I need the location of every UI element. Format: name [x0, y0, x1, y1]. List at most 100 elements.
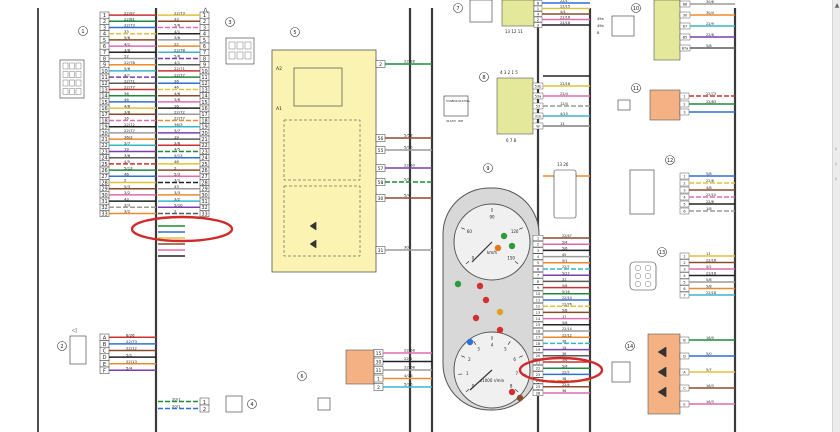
connector-face	[611, 15, 635, 37]
wire-code: 22/76	[562, 302, 572, 306]
wire-code: 36	[174, 79, 179, 84]
pin-number: 24	[101, 156, 107, 162]
gauge-tick	[461, 355, 465, 358]
pin-number: 5	[683, 281, 685, 285]
cavity-label: 53b	[452, 99, 458, 103]
pin-number: 12	[101, 81, 107, 87]
block-number: 13	[659, 250, 665, 256]
pin-number: 32	[101, 205, 107, 211]
pin-number: 3	[683, 111, 685, 115]
wire-code: 36	[562, 389, 566, 393]
pin-number: 1	[683, 175, 685, 179]
block-number: 9	[486, 166, 489, 172]
wire-code: 46	[124, 172, 129, 177]
block-number-circle	[631, 83, 641, 93]
pin-number: 31b	[535, 115, 542, 119]
wire-code: 22/18	[706, 291, 716, 295]
wire-code: 5/6	[562, 358, 567, 362]
connector-face	[69, 335, 87, 365]
wire-code: 3/6	[174, 97, 181, 102]
gauge-mark: 4	[491, 343, 494, 348]
wire-code: 22/68	[404, 348, 416, 353]
pin-number: 56	[378, 136, 384, 142]
pin-number: 31	[101, 199, 107, 205]
pin-number: 28	[201, 180, 207, 186]
pin-number: 19	[201, 125, 207, 131]
wire-code: 22/50	[404, 163, 416, 168]
connector-face	[225, 395, 243, 413]
wire-code: 22/71	[124, 79, 136, 84]
pin-number: 18	[536, 342, 540, 346]
wire-code: 22/73	[174, 10, 186, 15]
pin-number: C	[103, 349, 107, 355]
pin-number: 6	[683, 210, 685, 214]
wire-code: 5/16	[404, 382, 413, 387]
wire-code: 22/8	[706, 179, 714, 183]
vertical-scrollbar[interactable]: ▲	[832, 0, 840, 432]
pin-number: 7	[103, 50, 106, 56]
pin-number: 12	[536, 305, 540, 309]
connector-cavity	[645, 265, 652, 272]
wire-code: 46	[124, 97, 129, 102]
wire-code: 33	[174, 17, 179, 22]
cavity-label: 31b	[458, 99, 464, 103]
pin-number: 14	[201, 94, 207, 100]
pin-number: 53	[536, 105, 540, 109]
pin-number: 1	[537, 236, 539, 240]
diode-symbol-icon	[309, 221, 317, 231]
wire-code: 5/8	[562, 284, 567, 288]
pin-number: 27	[201, 174, 207, 180]
wire-code: 45	[562, 253, 566, 257]
gauge-mark: 0	[472, 256, 475, 261]
wire-code: 4/1	[124, 72, 131, 77]
pin-number: 23	[201, 149, 207, 155]
pin-number: 6	[537, 267, 539, 271]
pin-number: 3	[203, 25, 206, 31]
highlight-marks	[130, 215, 604, 384]
connector-face	[317, 397, 331, 411]
pin-number: 30	[378, 196, 384, 202]
gauge-mark: 0	[472, 384, 475, 389]
pin-number: 2	[379, 62, 382, 68]
gauge-mark: 3	[477, 346, 480, 351]
wire-code: 5/3	[124, 184, 131, 189]
block-number: 12	[667, 158, 673, 164]
pin-number: 8	[537, 280, 539, 284]
wire-code: 5/4	[562, 364, 567, 368]
pin-number: 5	[203, 38, 206, 44]
pin-number: 1	[537, 6, 540, 11]
connector-cavity	[75, 62, 82, 70]
wire-code: 4/8	[706, 186, 712, 190]
connector-cavity	[645, 281, 652, 288]
pin-number: 86	[683, 3, 687, 7]
pin-number: 17	[101, 112, 107, 118]
wire-code: 22/73	[124, 23, 136, 28]
wire-code: 5/4	[562, 240, 567, 244]
wire-code: 22/72	[124, 122, 136, 127]
connector-cavity	[236, 51, 244, 60]
connector-cavity	[635, 273, 642, 280]
wire-code: 3/7	[124, 141, 131, 146]
connector-cavity	[69, 71, 75, 78]
block-number-circle	[657, 247, 667, 257]
pin-number: 6	[683, 287, 685, 291]
connector-cavity	[645, 273, 652, 280]
connector-cavity	[635, 281, 642, 288]
scroll-up-arrow-icon[interactable]: ▲	[834, 2, 840, 9]
connector-cavity	[75, 71, 82, 78]
wire-code: 30	[404, 245, 409, 250]
connector-cavity	[236, 41, 244, 50]
wire-code: 36/3	[174, 122, 183, 127]
wire-code: 22/4	[562, 383, 570, 387]
pin-number: 32	[201, 205, 207, 211]
wire-code: 22/8	[706, 33, 714, 37]
internal-circuit	[283, 185, 361, 257]
wire-code: 36	[562, 340, 566, 344]
wire-code: 22/77	[124, 85, 136, 90]
pin-number: 11	[536, 298, 540, 302]
pin-row-label: 13 26	[557, 162, 569, 167]
